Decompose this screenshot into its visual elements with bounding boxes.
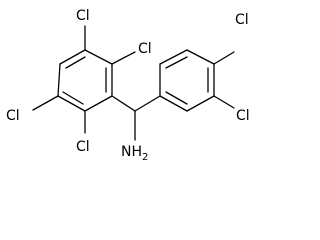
bond bbox=[186, 49, 215, 65]
amine-main: NH bbox=[121, 144, 142, 160]
double-bond bbox=[165, 91, 188, 105]
bond-center-to-ring bbox=[134, 95, 161, 112]
bond bbox=[84, 95, 113, 112]
bond bbox=[57, 63, 61, 97]
bond bbox=[84, 49, 113, 65]
cl-label-left: Cl bbox=[6, 108, 20, 124]
cl-label-right: Cl bbox=[236, 108, 250, 124]
bond-cl-top-mid bbox=[111, 51, 136, 65]
bond-cl-right bbox=[213, 95, 235, 109]
bond bbox=[59, 49, 86, 65]
bond bbox=[186, 95, 215, 112]
structure-diagram: Cl Cl Cl Cl Cl Cl NH2 bbox=[6, 8, 250, 163]
amine-subscript: 2 bbox=[142, 152, 148, 163]
bond bbox=[57, 95, 86, 112]
bond-ring-to-center bbox=[111, 95, 136, 112]
left-ring bbox=[57, 49, 113, 112]
bond-cl-left bbox=[32, 95, 59, 111]
bond bbox=[159, 49, 188, 65]
bond bbox=[159, 95, 188, 112]
cl-label-top-left: Cl bbox=[76, 8, 90, 24]
cl-label-top-mid: Cl bbox=[138, 41, 152, 57]
double-bond bbox=[65, 56, 86, 69]
amine-label: NH2 bbox=[121, 144, 148, 163]
cl-label-bottom-left: Cl bbox=[76, 139, 90, 155]
cl-label-top-right: Cl bbox=[235, 12, 249, 28]
double-bond bbox=[165, 56, 188, 69]
bond-cl-top-right bbox=[213, 51, 235, 65]
right-ring bbox=[159, 49, 215, 112]
double-bond bbox=[62, 91, 84, 105]
